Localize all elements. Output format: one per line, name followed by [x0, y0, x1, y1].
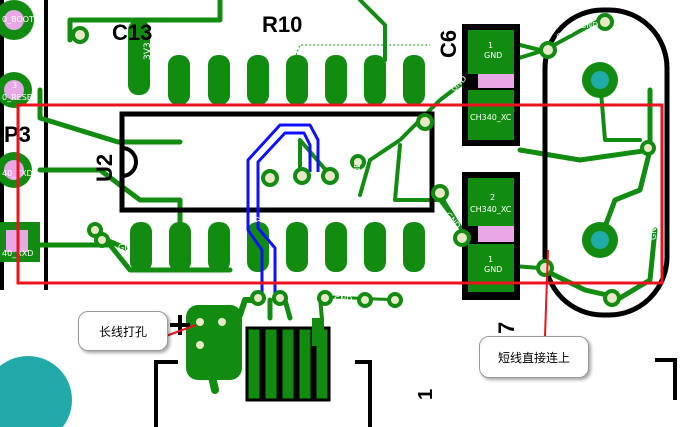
c6-pad-2-net: CH340_XC [470, 113, 512, 122]
net-label-gn: GN [118, 243, 130, 252]
net-label-gnd: GND [649, 222, 658, 240]
net-label-v: V [255, 216, 264, 222]
u2-pin1-notch [121, 146, 138, 178]
c6-pad-1-number: 1 [488, 41, 493, 50]
callout-short-trace-direct: 短线直接连上 [479, 336, 589, 378]
u2-outline [119, 111, 435, 213]
u2-top-pads [168, 55, 425, 105]
c6-pad-marker [478, 74, 514, 88]
callout-long-trace-via: 长线打孔 [78, 311, 168, 351]
designator-one: 1 [415, 389, 437, 400]
designator-seven: 7 [494, 322, 519, 334]
designator-c13: C13 [112, 20, 152, 45]
net-label-gnd: GND [580, 21, 598, 30]
keepout-guide [295, 44, 430, 56]
c6-pad-3 [468, 178, 514, 226]
c6-pad-4-number: 1 [488, 255, 493, 264]
c6-pad-2 [468, 90, 514, 140]
mounting-hole [0, 356, 72, 427]
c6-pad-marker-low [478, 226, 514, 242]
u2-bottom-pads [130, 222, 425, 272]
connector-pad-hole [4, 80, 24, 100]
crystal-outline [542, 7, 670, 318]
outline-right-corner [655, 358, 677, 400]
c6-pad-4-net: GND [484, 265, 502, 274]
connector-pin-number: 3 [12, 81, 17, 90]
connector-pad-hole [4, 10, 24, 30]
connector-label-reset: 0_RESET [2, 93, 37, 102]
usb-outline-right [355, 360, 372, 427]
designator-r10: R10 [262, 12, 302, 37]
c6-pad-1 [468, 30, 514, 74]
net-label-3v3: 3V3 [143, 42, 153, 60]
usb-side-pad [312, 318, 324, 346]
vias [71, 13, 656, 353]
callout-long-pointer [165, 324, 197, 337]
connector-label-boot0: 0_BOOT0 [2, 15, 39, 24]
net-label-gnd: GND [357, 122, 376, 141]
net-label-gnd: GND [353, 162, 362, 180]
net-label-gnd: GND [334, 295, 352, 304]
c6-pad-3-net: CH340_XC [470, 205, 512, 214]
c6-pad-1-net: GND [484, 51, 502, 60]
net-label-gnd: GND [394, 118, 414, 130]
usb-outline-left [154, 360, 178, 427]
c6-pad-3-number: 2 [490, 193, 495, 202]
net-label-gnd: GND [649, 172, 658, 190]
designator-c6: C6 [436, 30, 461, 58]
designator-u2: U2 [92, 154, 117, 182]
c13-pad [128, 20, 150, 95]
crystal-pad-top-hole [591, 71, 609, 89]
callout-short-pointer [544, 249, 549, 337]
highlight-region [16, 103, 664, 285]
blue-traces [246, 123, 320, 300]
crystal-pad-bottom-hole [591, 231, 609, 249]
